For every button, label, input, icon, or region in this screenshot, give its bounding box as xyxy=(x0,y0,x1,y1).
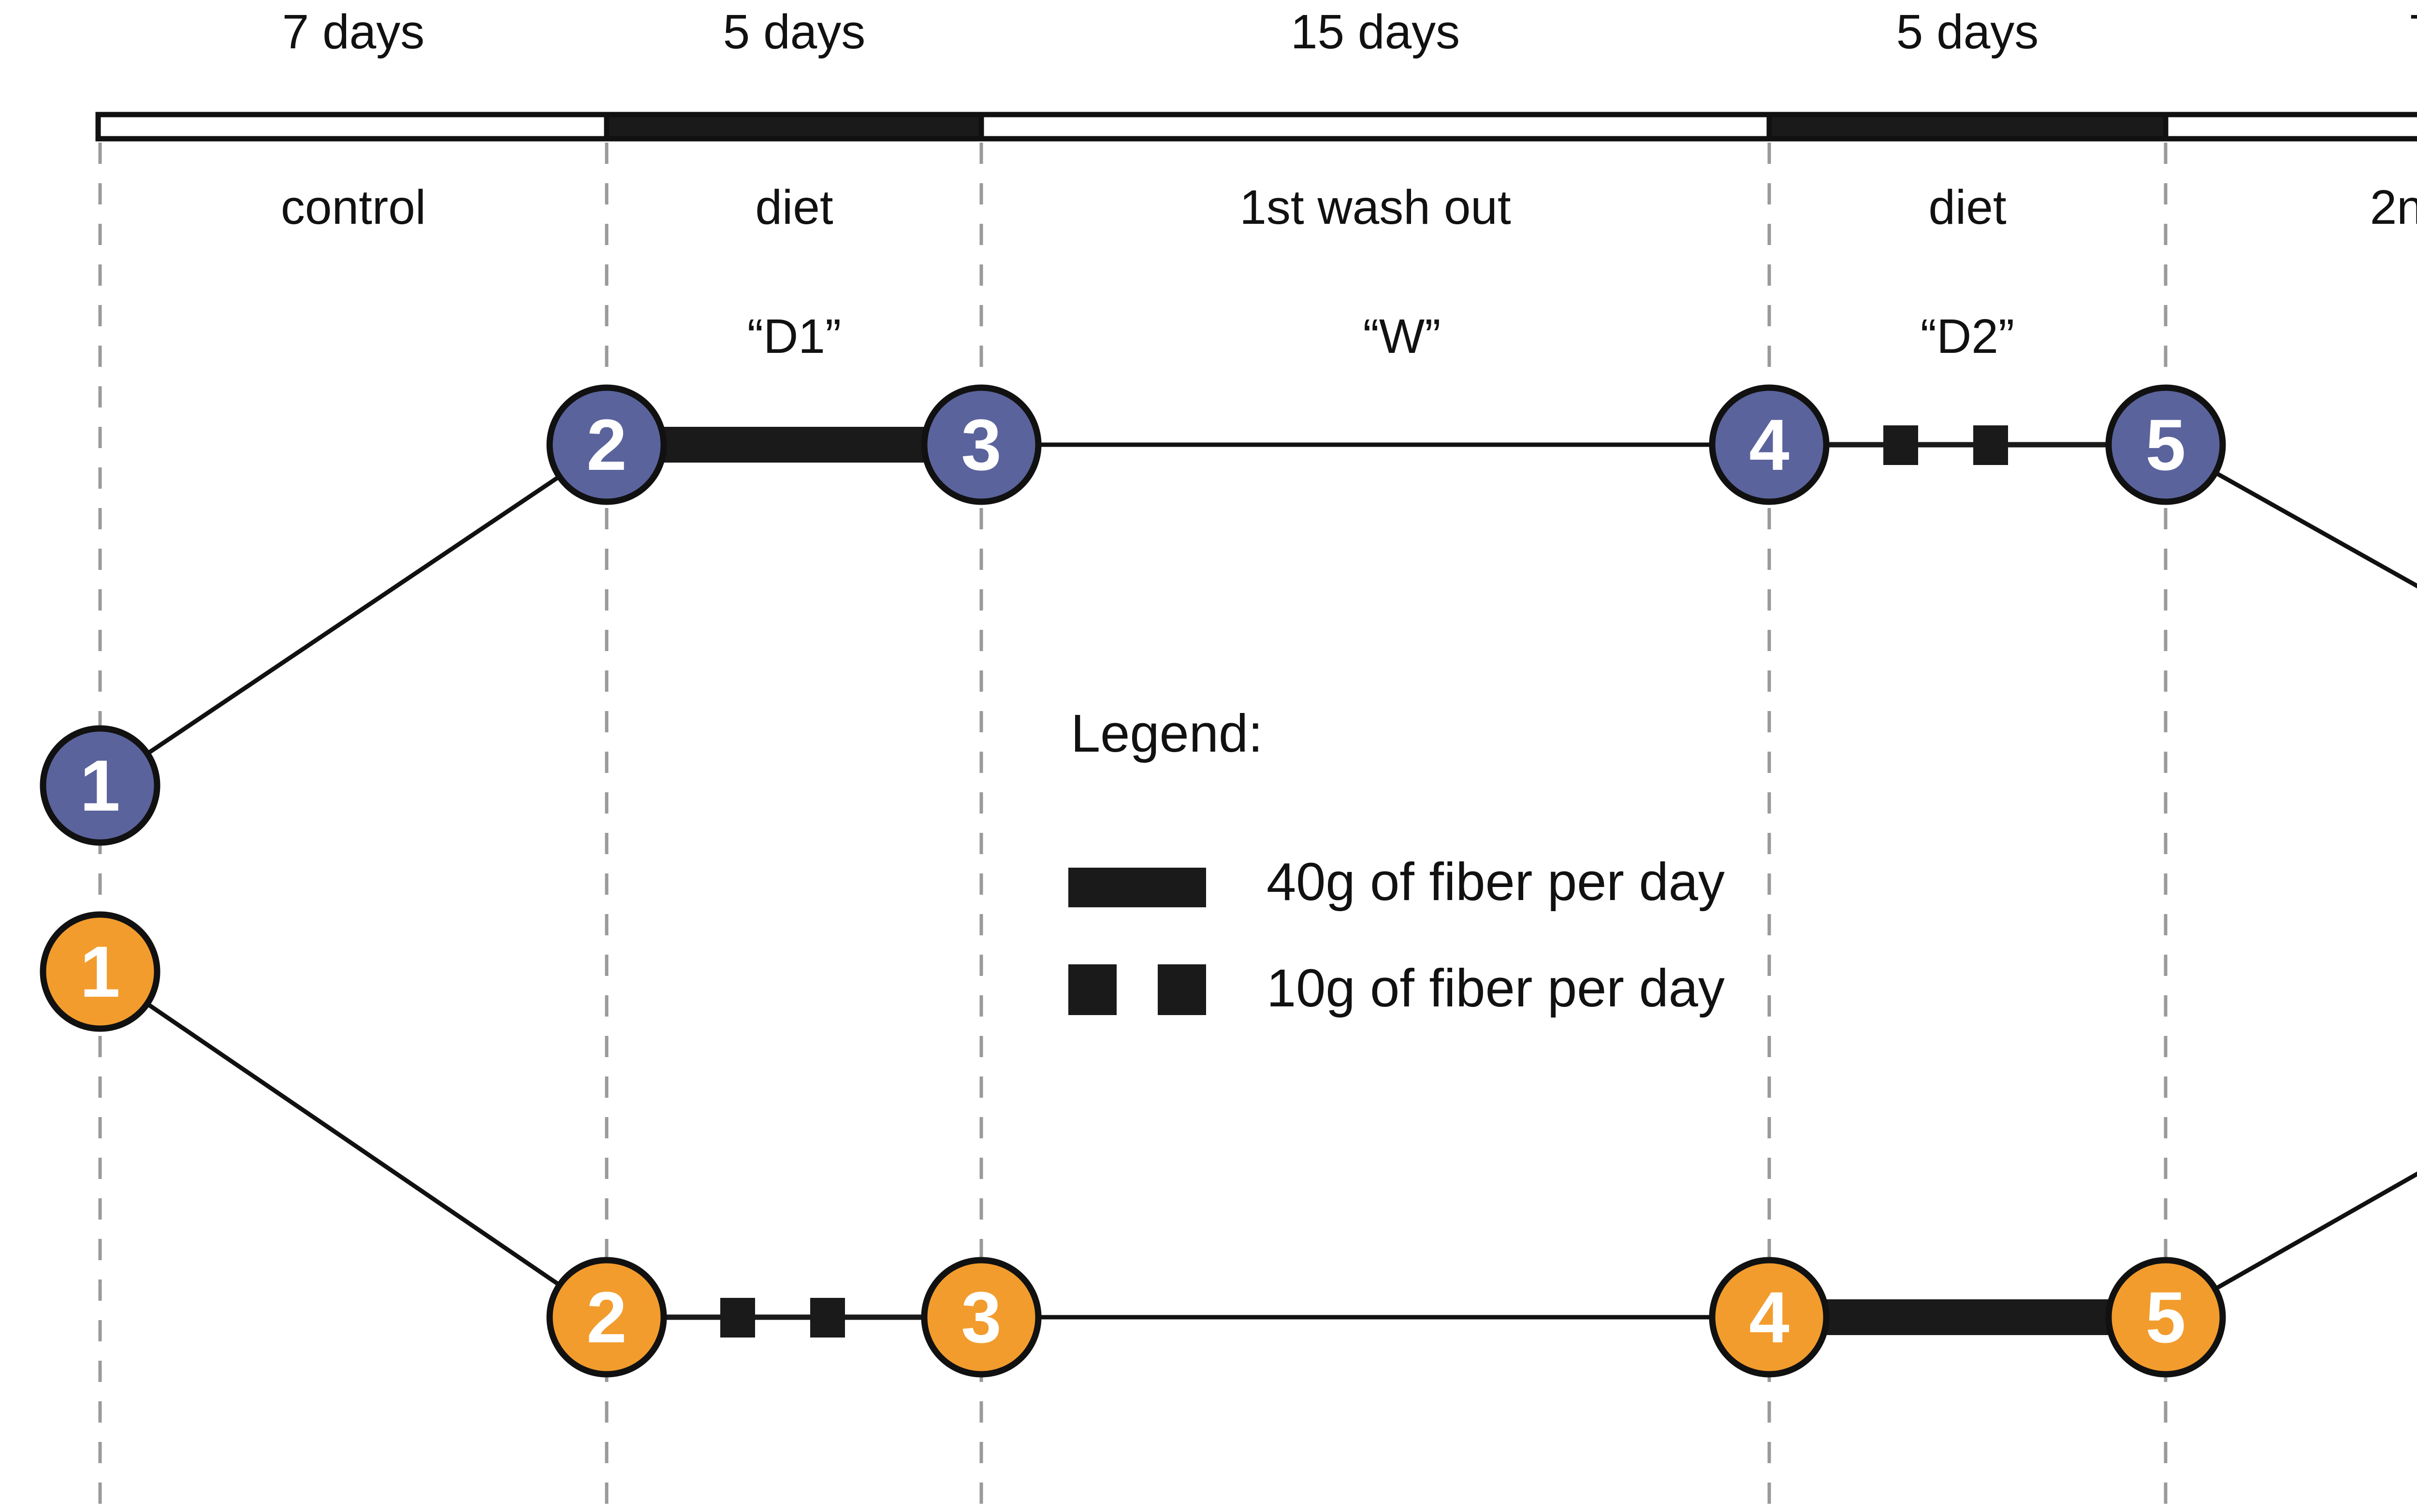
orange-node-3-label: 3 xyxy=(961,1277,1001,1358)
blue-link-4-5 xyxy=(1769,425,2166,465)
legend-entry-40g: 40g of fiber per day xyxy=(1068,852,1725,912)
orange-node-2-label: 2 xyxy=(586,1277,626,1358)
phase-label-control: control xyxy=(281,180,426,234)
period-code-w: “W” xyxy=(1363,309,1441,363)
blue-node-1-label: 1 xyxy=(80,745,120,826)
timeline-segment-washout-2 xyxy=(2163,112,2417,142)
duration-label-washout-1: 15 days xyxy=(1291,5,1460,59)
orange-node-2-shape[interactable] xyxy=(546,1257,667,1378)
phase-labels: control diet 1st wash out diet 2nd wash … xyxy=(281,180,2417,234)
blue-node-2-label: 2 xyxy=(586,404,626,485)
blue-arm: 1 2 3 4 5 6 xyxy=(40,384,2417,846)
blue-node-4[interactable]: 4 xyxy=(1709,384,1830,505)
timeline-segment-washout-1 xyxy=(978,112,1772,142)
duration-label-diet-1: 5 days xyxy=(723,5,866,59)
legend-title: Legend: xyxy=(1071,704,1263,763)
orange-node-1-label: 1 xyxy=(80,931,120,1012)
blue-node-5-shape[interactable] xyxy=(2105,384,2226,505)
timeline-bar xyxy=(95,112,2417,142)
legend-swatch-dash-1 xyxy=(1068,964,1117,1015)
orange-link-5-6 xyxy=(2164,1171,2417,1319)
orange-node-3[interactable]: 3 xyxy=(921,1257,1042,1378)
blue-link-1-2 xyxy=(99,443,608,787)
period-code-labels: “D1” “W” “D2” xyxy=(747,309,2014,363)
blue-link-5-6 xyxy=(2164,443,2417,589)
orange-node-2[interactable]: 2 xyxy=(546,1257,667,1378)
blue-node-2[interactable]: 2 xyxy=(546,384,667,505)
phase-label-diet-2: diet xyxy=(1928,180,2006,234)
timeline-segment-diet-2 xyxy=(1766,112,2169,142)
phase-label-washout-2: 2nd wash out xyxy=(2370,180,2417,234)
timeline-segment-diet-1 xyxy=(604,112,984,142)
orange-node-5-shape[interactable] xyxy=(2105,1257,2226,1378)
legend-label-10g: 10g of fiber per day xyxy=(1267,959,1725,1018)
blue-node-4-label: 4 xyxy=(1749,404,1789,485)
blue-node-5-label: 5 xyxy=(2145,404,2185,485)
orange-node-5[interactable]: 5 xyxy=(2105,1257,2226,1378)
legend-entry-10g: 10g of fiber per day xyxy=(1068,959,1725,1018)
timeline-segment-control xyxy=(95,112,610,142)
duration-label-diet-2: 5 days xyxy=(1896,5,2039,59)
orange-node-4-shape[interactable] xyxy=(1709,1257,1830,1378)
duration-labels: 7 days 5 days 15 days 5 days 7 days xyxy=(282,5,2417,59)
duration-label-washout-2: 7 days xyxy=(2409,5,2417,59)
orange-node-5-label: 5 xyxy=(2145,1277,2185,1358)
orange-arm: 1 2 3 4 5 6 xyxy=(40,911,2417,1378)
orange-node-1[interactable]: 1 xyxy=(40,911,160,1032)
legend-swatch-solid-bar xyxy=(1068,868,1206,907)
blue-node-1[interactable]: 1 xyxy=(40,725,160,846)
orange-node-4[interactable]: 4 xyxy=(1709,1257,1830,1378)
orange-link-2-3-dash-1 xyxy=(720,1298,755,1338)
legend: Legend: 40g of fiber per day 10g of fibe… xyxy=(1068,704,1725,1018)
blue-link-4-5-dash-1 xyxy=(1883,425,1918,465)
blue-link-4-5-dash-2 xyxy=(1973,425,2008,465)
legend-swatch-dash-2 xyxy=(1158,964,1206,1015)
phase-label-diet-1: diet xyxy=(755,180,833,234)
orange-link-2-3 xyxy=(607,1298,981,1338)
period-code-d1: “D1” xyxy=(747,309,841,363)
blue-node-4-shape[interactable] xyxy=(1709,384,1830,505)
period-code-d2: “D2” xyxy=(1921,309,2014,363)
orange-link-2-3-dash-2 xyxy=(810,1298,845,1338)
phase-label-washout-1: 1st wash out xyxy=(1239,180,1511,234)
blue-node-5[interactable]: 5 xyxy=(2105,384,2226,505)
blue-node-2-shape[interactable] xyxy=(546,384,667,505)
blue-node-3[interactable]: 3 xyxy=(921,384,1042,505)
orange-link-1-2 xyxy=(99,970,608,1319)
blue-node-3-shape[interactable] xyxy=(921,384,1042,505)
blue-node-1-shape[interactable] xyxy=(40,725,160,846)
orange-node-1-shape[interactable] xyxy=(40,911,160,1032)
blue-node-3-label: 3 xyxy=(961,404,1001,485)
duration-label-control: 7 days xyxy=(282,5,425,59)
orange-node-3-shape[interactable] xyxy=(921,1257,1042,1378)
legend-label-40g: 40g of fiber per day xyxy=(1267,852,1725,912)
orange-node-4-label: 4 xyxy=(1749,1277,1789,1358)
